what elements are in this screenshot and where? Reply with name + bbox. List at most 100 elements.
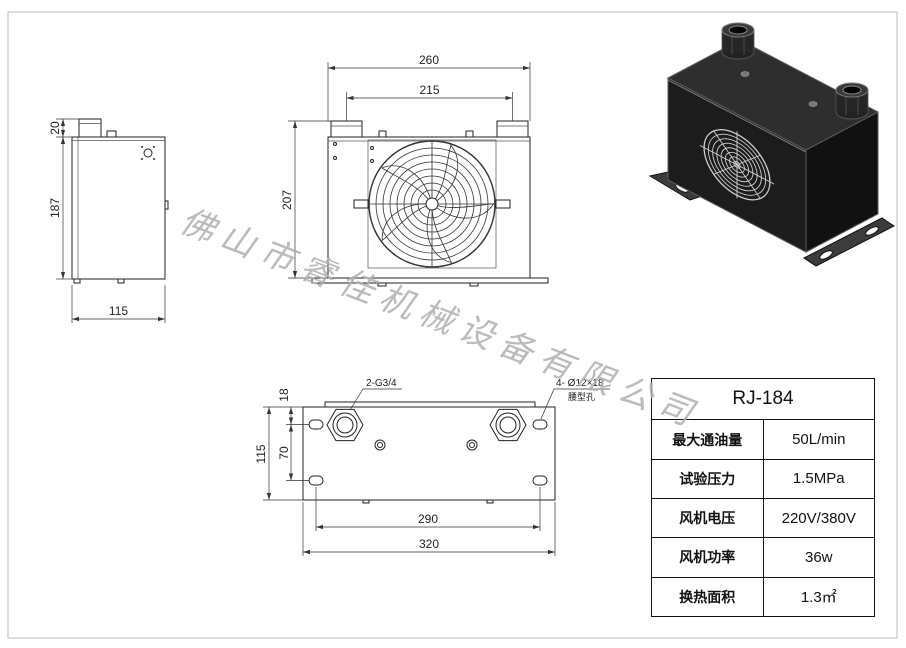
dot bbox=[153, 146, 155, 148]
dimension-label: 187 bbox=[48, 198, 62, 218]
spec-label: 风机电压 bbox=[651, 497, 764, 539]
leader-line bbox=[540, 388, 610, 420]
dimension-depth: 115 bbox=[71, 285, 166, 323]
spec-label: 换热面积 bbox=[651, 576, 764, 618]
dimension-label: 115 bbox=[254, 444, 268, 463]
oil-port-right-3d bbox=[835, 82, 869, 120]
fan-guard-tab-right bbox=[495, 199, 511, 209]
spec-row: 换热面积 1.3㎡ bbox=[651, 576, 875, 618]
fan-guard-tab-left bbox=[353, 199, 369, 209]
spec-title-row: RJ-184 bbox=[651, 377, 875, 421]
dot bbox=[153, 158, 155, 160]
dimension-port-spacing: 215 bbox=[346, 83, 513, 121]
spec-value: 50L/min bbox=[762, 419, 875, 460]
extension-lines bbox=[327, 62, 531, 121]
port-bore bbox=[728, 25, 748, 35]
top-bolt-3d bbox=[740, 71, 750, 77]
bolt-outer bbox=[466, 439, 478, 451]
extension-lines bbox=[288, 120, 331, 279]
fan-blade bbox=[381, 165, 433, 205]
extension-lines bbox=[263, 406, 303, 501]
callout-label: 2-G3/4 bbox=[366, 378, 397, 389]
front-view: 260 215 207 bbox=[280, 53, 549, 287]
dimension-label: 20 bbox=[48, 121, 62, 135]
spec-row: 试验压力 1.5MPa bbox=[651, 458, 875, 500]
mounting-slot bbox=[532, 419, 548, 430]
dimension-label: 215 bbox=[419, 83, 439, 97]
fan-guard-3d bbox=[700, 112, 774, 218]
top-bolt-3d bbox=[808, 101, 818, 107]
dimension-length: 320 bbox=[302, 502, 556, 556]
bolt-inner bbox=[377, 442, 383, 448]
bottom-bolt-right bbox=[466, 439, 478, 451]
dimension-width: 115 bbox=[254, 406, 303, 501]
port-bore bbox=[499, 416, 517, 434]
front-mount-holes bbox=[333, 142, 374, 163]
mounting-slot bbox=[532, 475, 548, 486]
mount-hole bbox=[333, 142, 337, 146]
spec-value: 220V/380V bbox=[762, 497, 875, 539]
dot bbox=[141, 158, 143, 160]
callout-slot: 4- Ø12×18 腰型孔 bbox=[540, 378, 610, 420]
port-ring bbox=[495, 412, 521, 438]
side-bracket bbox=[106, 130, 117, 138]
hex-port-left bbox=[326, 408, 364, 442]
port-bore bbox=[336, 416, 354, 434]
cooler-side-face bbox=[805, 111, 879, 253]
front-foot bbox=[377, 282, 387, 287]
mounting-slot bbox=[308, 475, 324, 486]
edge-highlight bbox=[667, 79, 807, 153]
dimension-slot-spacing-horizontal: 290 bbox=[315, 487, 541, 531]
isometric-view bbox=[648, 22, 895, 267]
callout-note: 腰型孔 bbox=[568, 392, 595, 403]
dimension-label: 18 bbox=[277, 388, 291, 402]
bottom-view: 2-G3/4 4- Ø12×18 腰型孔 18 70 115 290 bbox=[254, 378, 610, 556]
dimension-body-height: 187 bbox=[48, 137, 72, 280]
spec-label: 风机功率 bbox=[651, 537, 764, 578]
spec-label: 最大通油量 bbox=[651, 419, 764, 460]
side-flange-lines bbox=[72, 137, 165, 279]
fan-blade bbox=[381, 203, 433, 242]
dimension-label: 290 bbox=[418, 512, 438, 526]
dimension-label: 320 bbox=[419, 537, 439, 551]
oil-port-left-3d bbox=[721, 22, 755, 60]
dimension-label: 115 bbox=[109, 304, 128, 318]
mount-hole bbox=[333, 156, 337, 160]
spec-label: 试验压力 bbox=[651, 458, 764, 500]
model-name: RJ-184 bbox=[651, 377, 875, 421]
top-bolt bbox=[378, 130, 387, 138]
fan-guard-front bbox=[353, 139, 511, 269]
side-body bbox=[71, 136, 166, 280]
side-oil-port bbox=[78, 118, 102, 138]
mount-hole bbox=[370, 159, 374, 163]
spec-row: 风机功率 36w bbox=[651, 537, 875, 578]
leader-line bbox=[349, 388, 402, 411]
bottom-foot bbox=[486, 499, 494, 504]
spec-row: 风机电压 220V/380V bbox=[651, 497, 875, 539]
spec-value: 1.3㎡ bbox=[762, 576, 875, 618]
fan-hub bbox=[425, 197, 439, 211]
dimension-label: 207 bbox=[280, 190, 294, 210]
side-view: 20 187 115 bbox=[48, 118, 169, 323]
side-fixing-tab bbox=[164, 200, 169, 210]
port-facets bbox=[721, 30, 755, 55]
port-ring bbox=[332, 412, 358, 438]
dimension-slot-spacing-vertical: 70 bbox=[277, 424, 309, 481]
callout-label: 4- Ø12×18 bbox=[556, 378, 604, 389]
drawing-border bbox=[7, 11, 898, 639]
mounting-slots bbox=[308, 419, 548, 486]
bottom-foot bbox=[362, 499, 370, 504]
side-vent-circle bbox=[143, 148, 153, 158]
extension-lines bbox=[71, 285, 166, 323]
side-vent-dots bbox=[141, 146, 155, 160]
front-base-plate bbox=[311, 277, 549, 284]
bottom-bolt-left bbox=[374, 439, 386, 451]
mount-hole bbox=[370, 146, 374, 150]
extension-lines bbox=[302, 502, 556, 556]
front-oil-port-right bbox=[496, 120, 529, 138]
dimension-label: 70 bbox=[277, 446, 291, 460]
dimension-height: 207 bbox=[280, 120, 331, 279]
front-foot bbox=[469, 282, 479, 287]
fan-guard-spokes bbox=[700, 112, 774, 218]
